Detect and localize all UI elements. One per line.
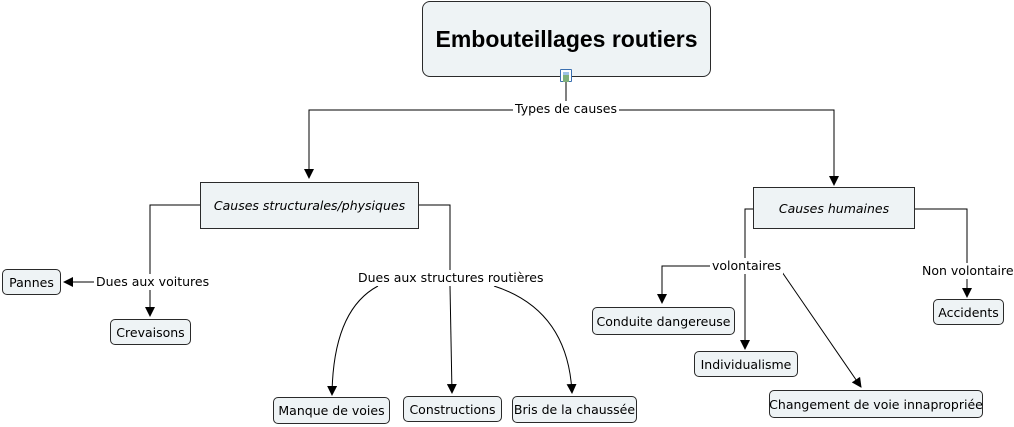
node-pannes[interactable]: Pannes <box>2 269 61 295</box>
node-causes-humaines[interactable]: Causes humaines <box>753 187 915 229</box>
node-changement-de-voie[interactable]: Changement de voie innapropriée <box>769 390 983 418</box>
node-bris-chaussee[interactable]: Bris de la chaussée <box>512 396 637 423</box>
node-causes-structurales[interactable]: Causes structurales/physiques <box>200 182 419 229</box>
image-icon[interactable] <box>560 69 572 82</box>
node-crevaisons[interactable]: Crevaisons <box>110 319 191 345</box>
link-label-types: Types de causes <box>513 101 619 117</box>
central-topic[interactable]: Embouteillages routiers <box>422 1 711 77</box>
link-label-volontaires: volontaires <box>710 258 784 274</box>
node-individualisme[interactable]: Individualisme <box>694 351 798 377</box>
link-label-voitures: Dues aux voitures <box>94 274 212 290</box>
link-label-non-volontaire: Non volontaire <box>920 263 1014 279</box>
node-accidents[interactable]: Accidents <box>933 299 1004 325</box>
node-manque-de-voies[interactable]: Manque de voies <box>273 397 390 424</box>
node-conduite-dangereuse[interactable]: Conduite dangereuse <box>592 307 735 335</box>
node-constructions[interactable]: Constructions <box>403 396 502 422</box>
link-label-structures: Dues aux structures routières <box>356 270 546 286</box>
